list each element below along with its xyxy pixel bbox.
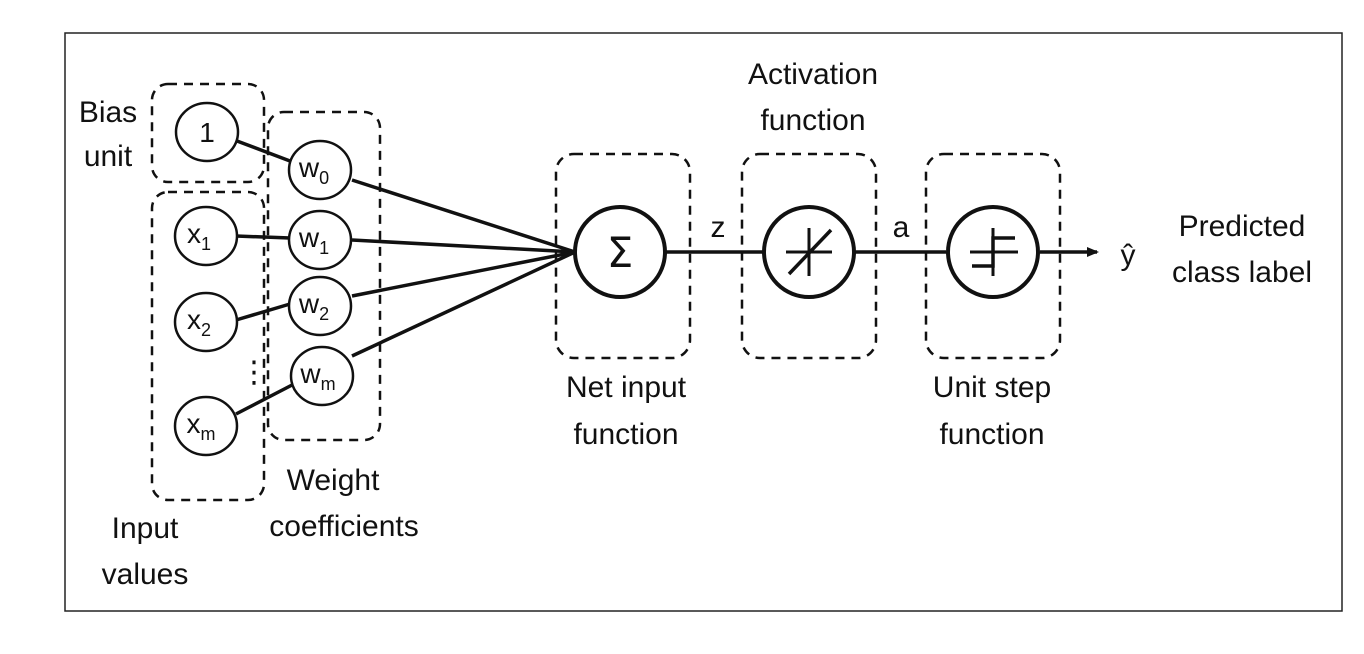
weight-node-w2: w2 (287, 275, 353, 337)
weight-coefficients-label-line1: Weight (287, 464, 380, 497)
bias-node-label: 1 (199, 117, 215, 148)
input-ellipsis: ⋮ (239, 355, 269, 390)
x1-label: x1 (187, 218, 211, 254)
bias-unit-label-line2: unit (84, 140, 133, 173)
input-values-label-line1: Input (112, 512, 179, 545)
predicted-label-line2: class label (1172, 256, 1312, 289)
sigma-symbol: Σ (607, 228, 634, 277)
unit-step-label-line1: Unit step (933, 371, 1051, 404)
net-input-label-line2: function (573, 418, 678, 451)
weight-coefficients-label-line2: coefficients (269, 510, 419, 543)
w0-label: w0 (298, 152, 329, 188)
input-node-xm: xm (173, 395, 239, 457)
net-input-node: Σ (573, 205, 667, 299)
linear-function-icon (786, 228, 833, 276)
activation-box (740, 152, 878, 360)
edge-xm-wm (235, 382, 295, 416)
weight-node-wm: wm (289, 345, 355, 407)
input-values-label-line2: values (102, 558, 189, 591)
wm-label: wm (299, 358, 335, 394)
unit-step-node (946, 205, 1040, 299)
x2-label: x2 (187, 304, 211, 340)
edge-w0-sum (351, 178, 576, 254)
activation-node (762, 205, 856, 299)
predicted-label-line1: Predicted (1179, 210, 1306, 243)
net-input-label-line1: Net input (566, 371, 687, 404)
a-label: a (893, 211, 910, 244)
weight-node-w1: w1 (287, 209, 353, 271)
input-node-x1: x1 (173, 205, 239, 267)
input-values-box (150, 190, 266, 502)
edge-x1-w1 (235, 234, 291, 240)
edge-w2-sum (351, 250, 576, 298)
bias-node: 1 (174, 101, 240, 163)
activation-label-line2: function (760, 104, 865, 137)
edge-x2-w2 (235, 302, 291, 322)
w2-label: w2 (298, 288, 329, 324)
y-hat-label: ŷ (1121, 239, 1136, 272)
unit-step-label-line2: function (939, 418, 1044, 451)
edge-w1-sum (351, 238, 576, 254)
xm-label: xm (187, 408, 216, 444)
w1-label: w1 (298, 222, 329, 258)
unit-step-box (924, 152, 1062, 360)
z-label: z (711, 211, 726, 244)
activation-label-line1: Activation (748, 58, 878, 91)
input-node-x2: x2 (173, 291, 239, 353)
bias-unit-box (150, 82, 266, 184)
weight-coefficients-box (266, 110, 382, 442)
bias-unit-label-line1: Bias (79, 96, 137, 129)
weight-node-w0: w0 (287, 139, 353, 201)
diagram-frame (64, 32, 1343, 612)
step-function-icon (970, 228, 1018, 276)
edge-bias-w0 (236, 139, 291, 163)
edge-wm-sum (351, 250, 576, 358)
